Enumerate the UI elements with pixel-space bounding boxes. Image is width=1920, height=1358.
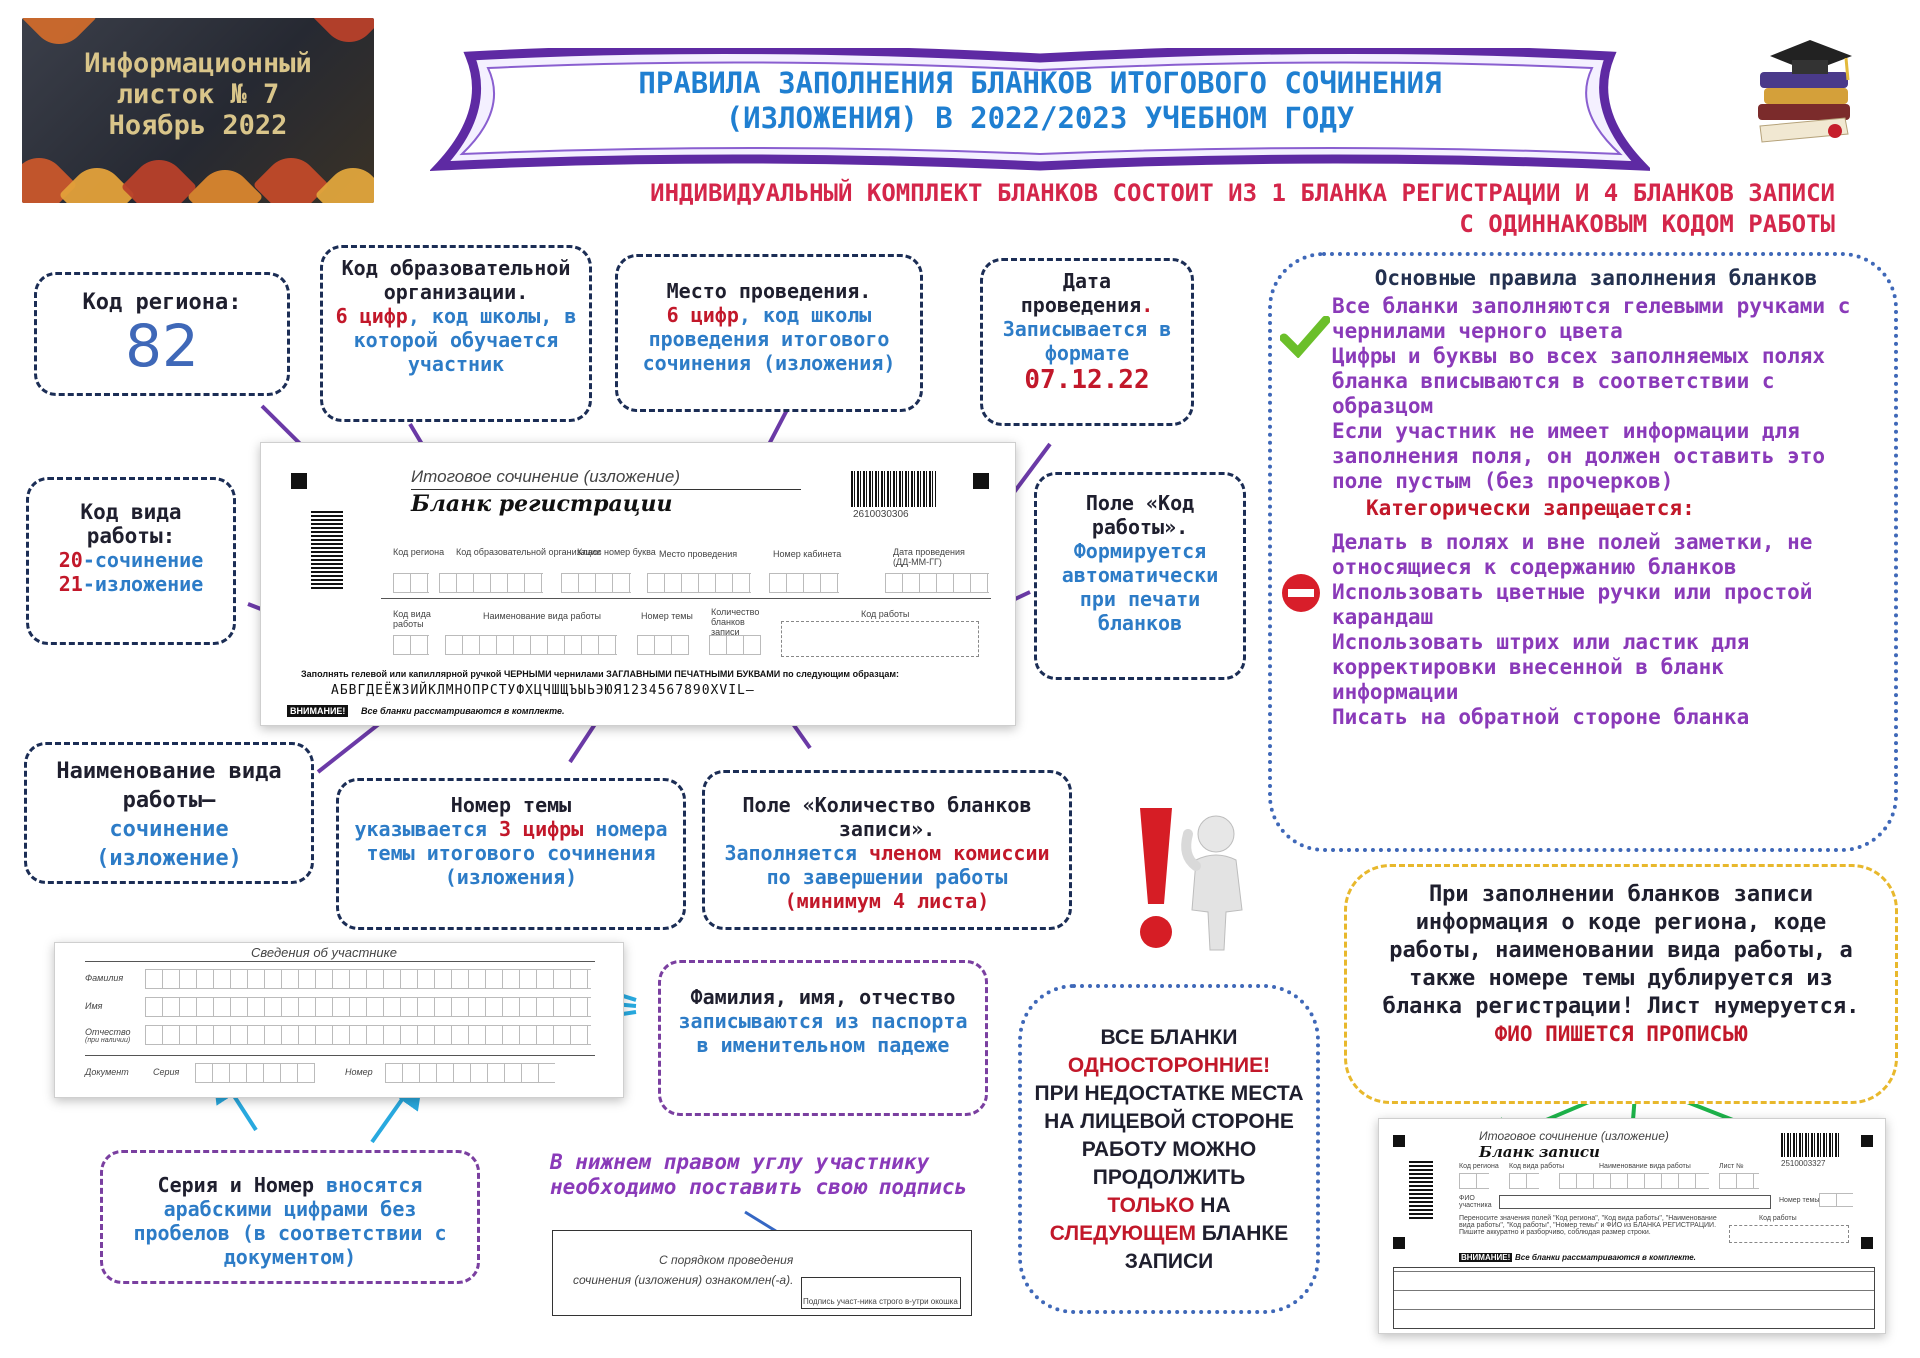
forbidden-heading: Категорически запрещается: [1366,496,1695,520]
participant-form-sample: Сведения об участнике Фамилия Имя Отчест… [54,942,624,1098]
sheet-count-callout: Поле «Количество бланков записи». Заполн… [702,770,1072,930]
forbid-2: Использовать цветные ручки или простой к… [1332,580,1813,629]
work-name-callout: Наименование вида работы– сочинение (изл… [24,742,314,884]
checkmark-icon [1280,316,1330,358]
info-badge: Информационный листок № 7 Ноябрь 2022 [22,18,374,203]
work-type-code-callout: Код вида работы: 20-сочинение 21-изложен… [26,477,236,645]
region-code-callout: Код региона: 82 [34,272,290,396]
fio-callout: Фамилия, имя, отчество записываются из п… [658,960,988,1116]
record-side-barcode [1409,1159,1433,1219]
record-forms-callout: При заполнении бланков записи информация… [1344,864,1898,1104]
registration-form-sample: Итоговое сочинение (изложение) Бланк рег… [260,442,1016,726]
signature-form-sample: С порядком проведения сочинения (изложен… [552,1230,972,1316]
org-code-callout: Код образовательной организации. 6 цифр,… [320,245,592,422]
side-barcode [311,509,343,589]
work-code-callout: Поле «Код работы». Формируется автоматич… [1034,472,1246,680]
main-rules-panel: Основные правила заполнения бланков Все … [1268,252,1898,852]
record-form-sample: Итоговое сочинение (изложение) Бланк зап… [1378,1118,1886,1334]
rule-3: Если участник не имеет информации для за… [1332,419,1826,493]
series-number-callout: Серия и Номер вносятся арабскими цифрами… [100,1150,480,1284]
place-callout: Место проведения. 6 цифр, код школы пров… [615,254,923,412]
graduation-cap-icon [1758,40,1852,143]
region-code-value: 82 [125,312,199,380]
record-barcode [1781,1133,1841,1157]
forbid-3: Использовать штрих или ластик для коррек… [1332,630,1750,704]
title-banner [430,48,1650,171]
barcode [851,471,936,507]
date-format-value: 07.12.22 [1024,365,1150,395]
forbid-1: Делать в полях и вне полей заметки, не о… [1332,530,1813,579]
rule-1: Все бланки заполняются гелевыми ручками … [1332,294,1851,343]
no-entry-icon [1282,574,1320,612]
one-sided-callout: ВСЕ БЛАНКИ ОДНОСТОРОННИЕ! ПРИ НЕДОСТАТКЕ… [1018,984,1320,1314]
date-callout: Дата проведения. Записывается в формате … [980,258,1194,426]
exclamation-figure-icon [1140,808,1243,951]
page-title: ПРАВИЛА ЗАПОЛНЕНИЯ БЛАНКОВ ИТОГОВОГО СОЧ… [638,66,1442,135]
kit-subtitle: ИНДИВИДУАЛЬНЫЙ КОМПЛЕКТ БЛАНКОВ СОСТОИТ … [650,179,1835,238]
rule-2: Цифры и буквы во всех заполняемых полях … [1332,344,1826,418]
topic-number-callout: Номер темы указывается 3 цифры номера те… [336,778,686,930]
signature-note: В нижнем правом углу участнику необходим… [550,1150,968,1199]
badge-text: Информационный листок № 7 Ноябрь 2022 [84,48,312,141]
forbid-4: Писать на обратной стороне бланка [1332,705,1750,729]
